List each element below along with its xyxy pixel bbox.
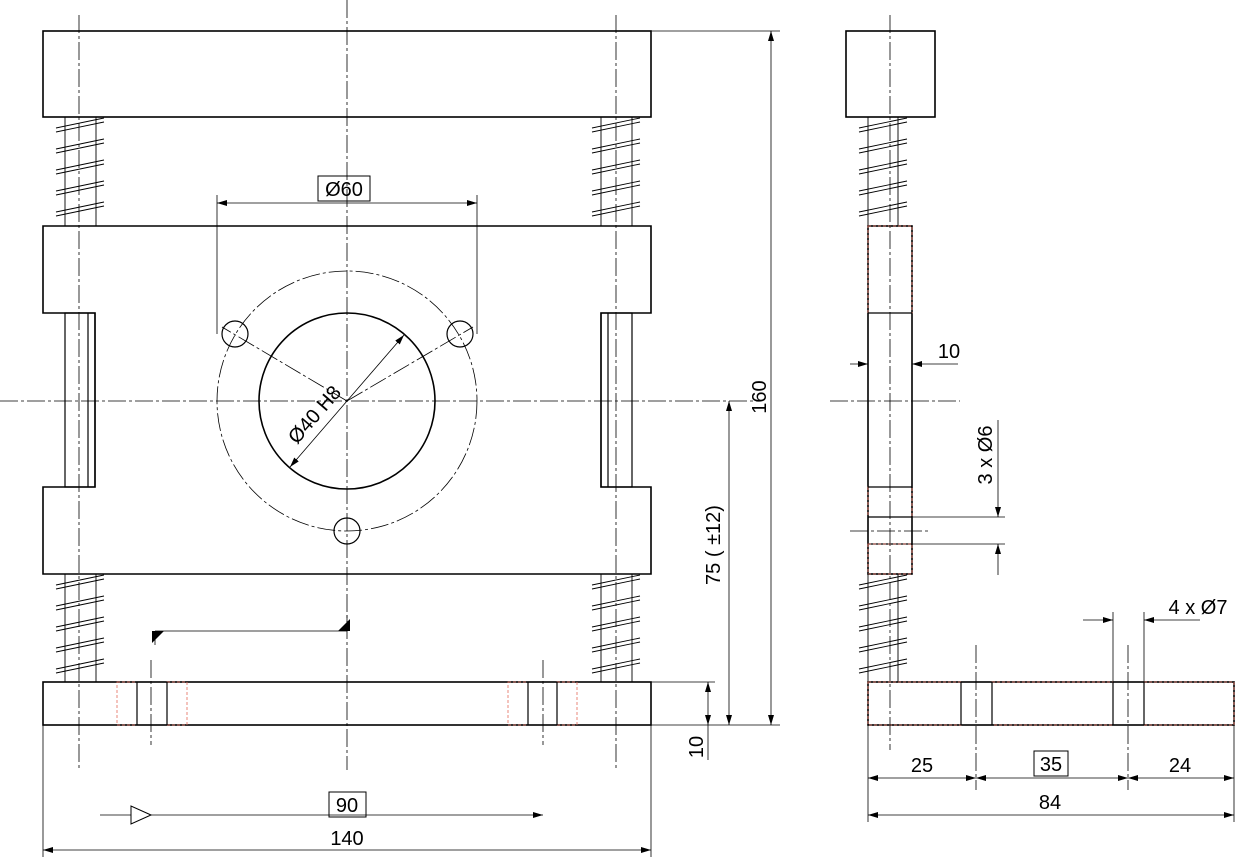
guide-rail-right (600, 312, 633, 488)
side-top-block (845, 30, 936, 118)
side-spring-lower (858, 574, 908, 682)
total-height-label: 160 (749, 380, 771, 413)
side-view: 10 3 x Ø6 4 x Ø7 25 35 24 84 (830, 15, 1235, 822)
center-height-label: 75 ( ±12) (703, 505, 725, 585)
large-holes-label: 4 x Ø7 (1169, 597, 1228, 619)
width-label: 140 (330, 828, 363, 850)
small-holes-label: 3 x Ø6 (975, 426, 997, 485)
bolt-hole (333, 517, 361, 545)
side-middle-label: 35 (1040, 754, 1062, 776)
side-right-label: 24 (1169, 755, 1191, 777)
side-total-label: 84 (1039, 792, 1061, 814)
bolt-circle (216, 270, 478, 532)
side-left-label: 25 (911, 755, 933, 777)
bolt-hole (446, 320, 474, 348)
bolt-hole (221, 320, 249, 348)
base-thickness-label: 10 (686, 736, 708, 758)
front-view: Ø40 H8 Ø60 160 75 ( ±12) 10 90 (0, 0, 780, 857)
side-spring-upper (858, 117, 908, 226)
spring-upper-left (55, 117, 105, 226)
bore-circle (258, 312, 436, 490)
spring-lower-left (55, 574, 105, 682)
guide-rail-left (64, 312, 96, 488)
side-wall-label: 10 (938, 341, 960, 363)
hole-spacing-label: 90 (336, 795, 358, 817)
bolt-circle-dim-label: Ø60 (325, 179, 363, 201)
